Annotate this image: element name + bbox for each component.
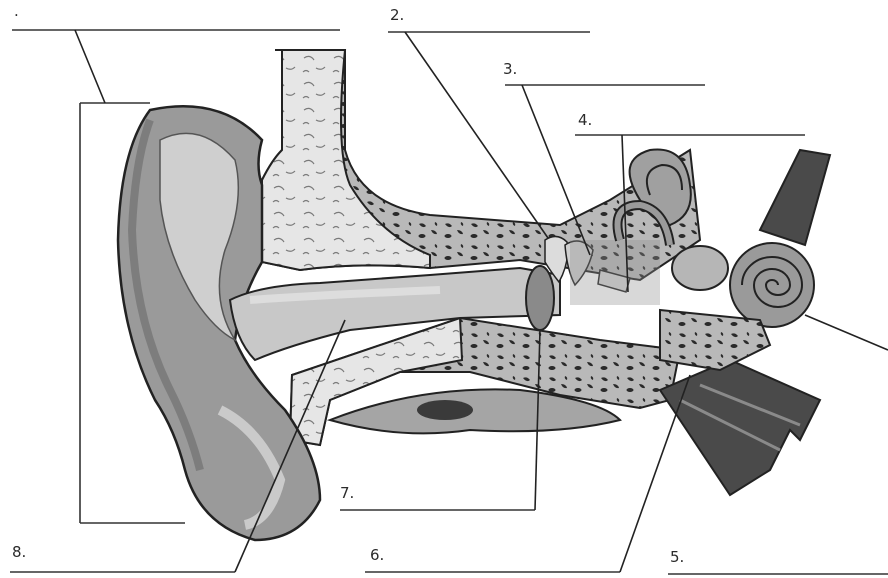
petrous-bone	[660, 310, 770, 370]
vestibule	[672, 246, 728, 290]
eustachian-tube	[660, 360, 820, 495]
label-6: 6.	[370, 548, 384, 563]
label-1: .	[14, 4, 19, 19]
label-2: 2.	[390, 8, 404, 23]
cochlea	[730, 243, 814, 327]
label-5: 5.	[670, 550, 684, 565]
label-7: 7.	[340, 486, 354, 501]
middle-ear-cavity	[570, 240, 660, 305]
auditory-nerve	[760, 150, 830, 245]
eardrum	[526, 266, 554, 330]
label-3: 3.	[503, 62, 517, 77]
label-4: 4.	[578, 113, 592, 128]
label-8: 8.	[12, 545, 26, 560]
